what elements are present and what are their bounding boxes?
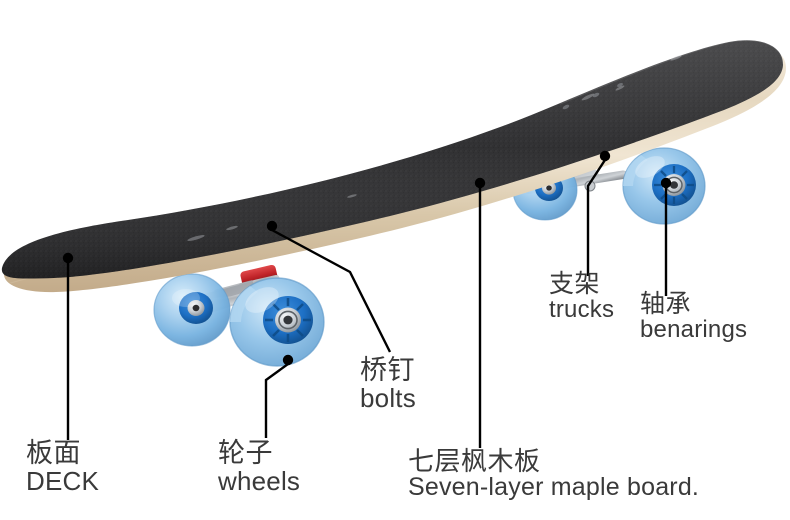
label-bearings: 轴承 benarings [640,290,748,343]
bolts-dot [266,220,278,232]
label-trucks-en: trucks [549,295,615,323]
label-trucks: 支架 trucks [549,270,615,323]
front-wheel-near [229,277,325,367]
skateboard-deck [1,39,787,293]
label-deck-zh: 板面 [26,438,81,468]
label-trucks-zh: 支架 [549,270,601,298]
label-wheels-zh: 轮子 [218,438,273,468]
deck-dot [62,252,74,264]
trucks-dot [599,150,611,162]
callout-dots [62,150,672,366]
label-bolts: 桥钉 bolts [360,355,416,413]
label-deck: 板面 DECK [26,438,100,496]
label-bearings-en: benarings [640,315,748,343]
front-truck-assembly [153,264,325,367]
leader-trucks [586,159,607,276]
label-wheels: 轮子 wheels [218,438,301,496]
label-wheels-en: wheels [218,465,301,496]
label-bolts-zh: 桥钉 [360,355,415,385]
maple-dot [474,177,486,189]
leader-bolts [271,228,392,353]
deck-bolt-heads [562,82,623,110]
griptape-scuffs [187,55,682,241]
callout-leader-lines [66,159,668,448]
front-wheel-far [153,273,231,347]
label-maple-board: 七层枫木板 Seven-layer maple board. [408,448,699,500]
label-bolts-en: bolts [360,382,416,413]
label-maple-board-zh: 七层枫木板 [408,446,541,476]
wheels-dot [282,354,294,366]
label-deck-en: DECK [26,465,100,496]
leader-wheels [264,363,289,438]
bearings-dot [660,177,672,189]
label-maple-board-en: Seven-layer maple board. [408,472,700,501]
label-bearings-zh: 轴承 [640,290,692,318]
